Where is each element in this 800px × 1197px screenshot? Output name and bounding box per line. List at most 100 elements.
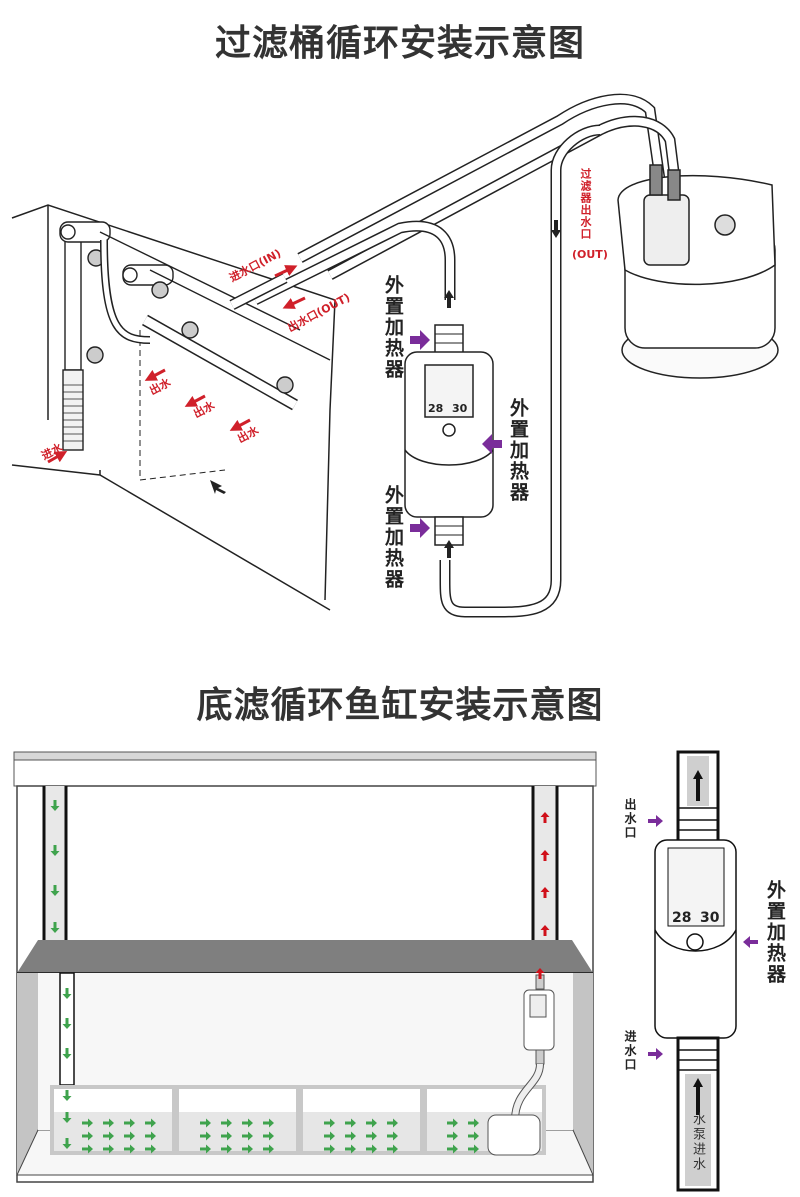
heater-device-top [404, 324, 494, 546]
pump-inlet-label: 水泵进水 [690, 1112, 705, 1172]
arrow-right-icon [648, 1048, 663, 1060]
heater-detail [654, 750, 737, 1192]
arrow-water-out-icon [229, 418, 251, 431]
red-flow-arrows-sump [535, 812, 550, 979]
hoses [229, 93, 681, 618]
heater-label-2: 外置加热器 [507, 398, 529, 503]
arrow-right-icon [345, 1144, 356, 1154]
arrow-right-icon [468, 1144, 479, 1154]
arrow-right-icon [410, 518, 430, 538]
intake-tube [59, 221, 111, 451]
red-flow-arrows [47, 265, 306, 464]
arrow-right-icon [103, 1144, 114, 1154]
arrow-right-icon [145, 1118, 156, 1128]
arrow-right-icon [221, 1118, 232, 1128]
arrow-right-icon [366, 1131, 377, 1141]
arrow-right-icon [263, 1131, 274, 1141]
arrow-right-icon [324, 1144, 335, 1154]
arrow-right-icon [124, 1118, 135, 1128]
arrow-right-icon [345, 1118, 356, 1128]
arrow-water-out-icon [184, 394, 206, 407]
arrow-right-icon [103, 1118, 114, 1128]
arrow-right-icon [387, 1144, 398, 1154]
aquarium-tank-outline [11, 204, 336, 611]
filter-outlet-label: 过滤器出水口 [579, 168, 592, 240]
heater-label-1: 外置加热器 [382, 275, 404, 380]
arrow-right-icon [468, 1118, 479, 1128]
arrow-right-icon [345, 1131, 356, 1141]
mini-heater-and-pump [487, 974, 555, 1156]
arrow-right-icon [145, 1144, 156, 1154]
arrow-out-icon [282, 296, 306, 309]
detail-outlet-label: 出水口 [623, 798, 637, 840]
arrow-water-out-icon [144, 368, 166, 381]
arrow-right-icon [468, 1131, 479, 1141]
arrow-down-icon [50, 800, 60, 811]
arrow-right-icon [221, 1144, 232, 1154]
arrow-right-icon [145, 1131, 156, 1141]
heater-display-right-value: 30 [452, 402, 468, 415]
heater-label-3: 外置加热器 [382, 485, 404, 590]
arrow-right-icon [82, 1118, 93, 1128]
arrow-down-icon [551, 220, 561, 238]
arrow-right-icon [242, 1144, 253, 1154]
arrow-right-icon [366, 1144, 377, 1154]
arrow-right-icon [200, 1144, 211, 1154]
arrow-down-icon [50, 845, 60, 856]
arrow-right-icon [324, 1131, 335, 1141]
arrow-up-icon [693, 1078, 703, 1115]
arrow-up-icon [540, 887, 550, 898]
arrow-right-icon [447, 1118, 458, 1128]
arrow-down-icon [50, 885, 60, 896]
arrow-down-icon [50, 922, 60, 933]
arrow-up-icon [540, 850, 550, 861]
canister-filter [617, 164, 779, 379]
arrow-right-icon [387, 1131, 398, 1141]
arrow-right-icon [242, 1131, 253, 1141]
arrow-right-icon [263, 1144, 274, 1154]
arrow-right-icon [648, 815, 663, 827]
arrow-right-icon [242, 1118, 253, 1128]
spray-bar [99, 231, 331, 411]
purple-arrows-bottom [648, 815, 758, 1060]
arrow-right-icon [124, 1144, 135, 1154]
arrow-right-icon [200, 1131, 211, 1141]
arrow-down-right-icon [210, 480, 226, 494]
arrow-right-icon [387, 1118, 398, 1128]
detail-inlet-label: 进水口 [623, 1030, 637, 1072]
arrow-right-icon [221, 1131, 232, 1141]
arrow-down-icon [62, 1048, 72, 1059]
arrow-up-icon [535, 968, 545, 979]
arrow-up-icon [444, 290, 454, 308]
arrow-left-icon [743, 936, 758, 948]
arrow-down-icon [62, 1090, 72, 1101]
filter-outlet-suffix: (OUT) [572, 248, 608, 261]
arrow-right-icon [263, 1118, 274, 1128]
arrow-right-icon [366, 1118, 377, 1128]
arrow-down-icon [62, 1138, 72, 1149]
arrow-down-icon [62, 1112, 72, 1123]
arrow-in-icon [274, 265, 298, 278]
detail-display-left-value: 28 [672, 910, 691, 926]
arrow-up-icon [540, 925, 550, 936]
heater-display-left-value: 28 [428, 402, 443, 415]
detail-display-right-value: 30 [700, 910, 720, 926]
arrow-right-icon [82, 1131, 93, 1141]
arrow-right-icon [447, 1131, 458, 1141]
arrow-up-icon [693, 770, 703, 801]
arrow-right-icon [410, 330, 430, 350]
detail-heater-label: 外置加热器 [764, 880, 786, 985]
green-flow-arrows [50, 800, 479, 1154]
arrow-up-icon [444, 540, 454, 558]
arrow-right-icon [124, 1131, 135, 1141]
outlet-pipe-label: 出水口(OUT) [285, 290, 352, 335]
arrow-right-icon [447, 1144, 458, 1154]
purple-arrows-top [410, 330, 502, 538]
shelf [17, 940, 593, 973]
black-flow-arrows [210, 220, 561, 558]
detail-flow-arrows [693, 770, 703, 1115]
page-title-sump-tank: 底滤循环鱼缸安装示意图 [196, 685, 604, 726]
arrow-right-icon [103, 1131, 114, 1141]
arrow-right-icon [324, 1118, 335, 1128]
